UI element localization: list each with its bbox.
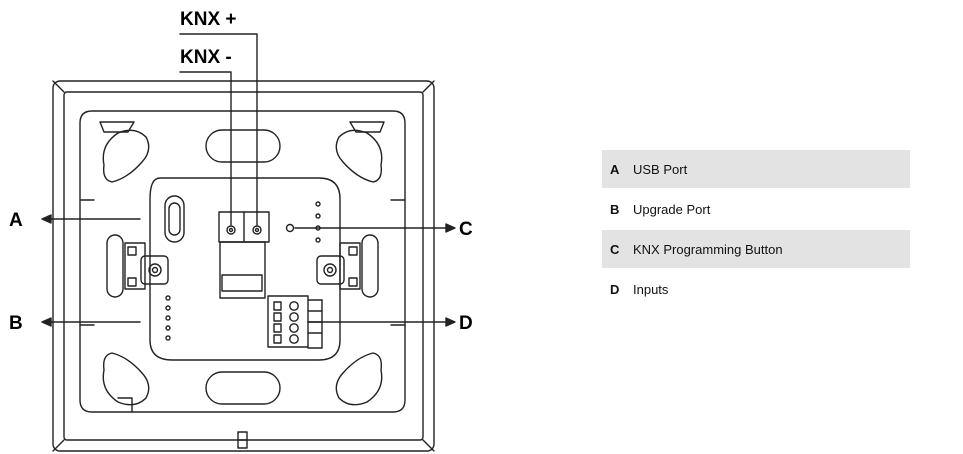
callout-d: D	[459, 313, 473, 334]
legend-key: C	[602, 229, 624, 270]
legend-label: KNX Programming Button	[624, 229, 910, 270]
module-body	[149, 177, 341, 361]
bottom-tab	[237, 431, 248, 449]
legend-key: A	[602, 150, 624, 190]
knx-minus-label: KNX -	[180, 47, 232, 68]
legend-label: Inputs	[624, 269, 910, 310]
knx-plus-label: KNX +	[180, 9, 237, 30]
callout-a: A	[9, 210, 23, 231]
legend-row-d: D Inputs	[602, 269, 910, 310]
callout-arrows	[41, 214, 456, 327]
mounting-plate	[79, 110, 406, 413]
mounting-slots	[102, 129, 383, 406]
knx-terminal	[218, 211, 270, 299]
legend-table: A USB Port B Upgrade Port C KNX Programm…	[602, 150, 910, 310]
callout-c: C	[459, 219, 473, 240]
legend-row-b: B Upgrade Port	[602, 189, 910, 230]
programming-button	[285, 201, 321, 243]
legend-row-a: A USB Port	[602, 150, 910, 190]
legend-label: USB Port	[624, 150, 910, 190]
legend-label: Upgrade Port	[624, 189, 910, 230]
legend-key: D	[602, 269, 624, 310]
right-screw-clip	[316, 234, 379, 298]
usb-port	[164, 195, 185, 243]
upgrade-port	[165, 295, 171, 341]
knx-minus-wire	[179, 71, 232, 226]
left-screw-clip	[106, 234, 169, 298]
legend-key: B	[602, 189, 624, 230]
callout-b: B	[9, 313, 23, 334]
legend-row-c: C KNX Programming Button	[602, 229, 910, 270]
device-rear-diagram: KNX + KNX -	[9, 9, 473, 452]
